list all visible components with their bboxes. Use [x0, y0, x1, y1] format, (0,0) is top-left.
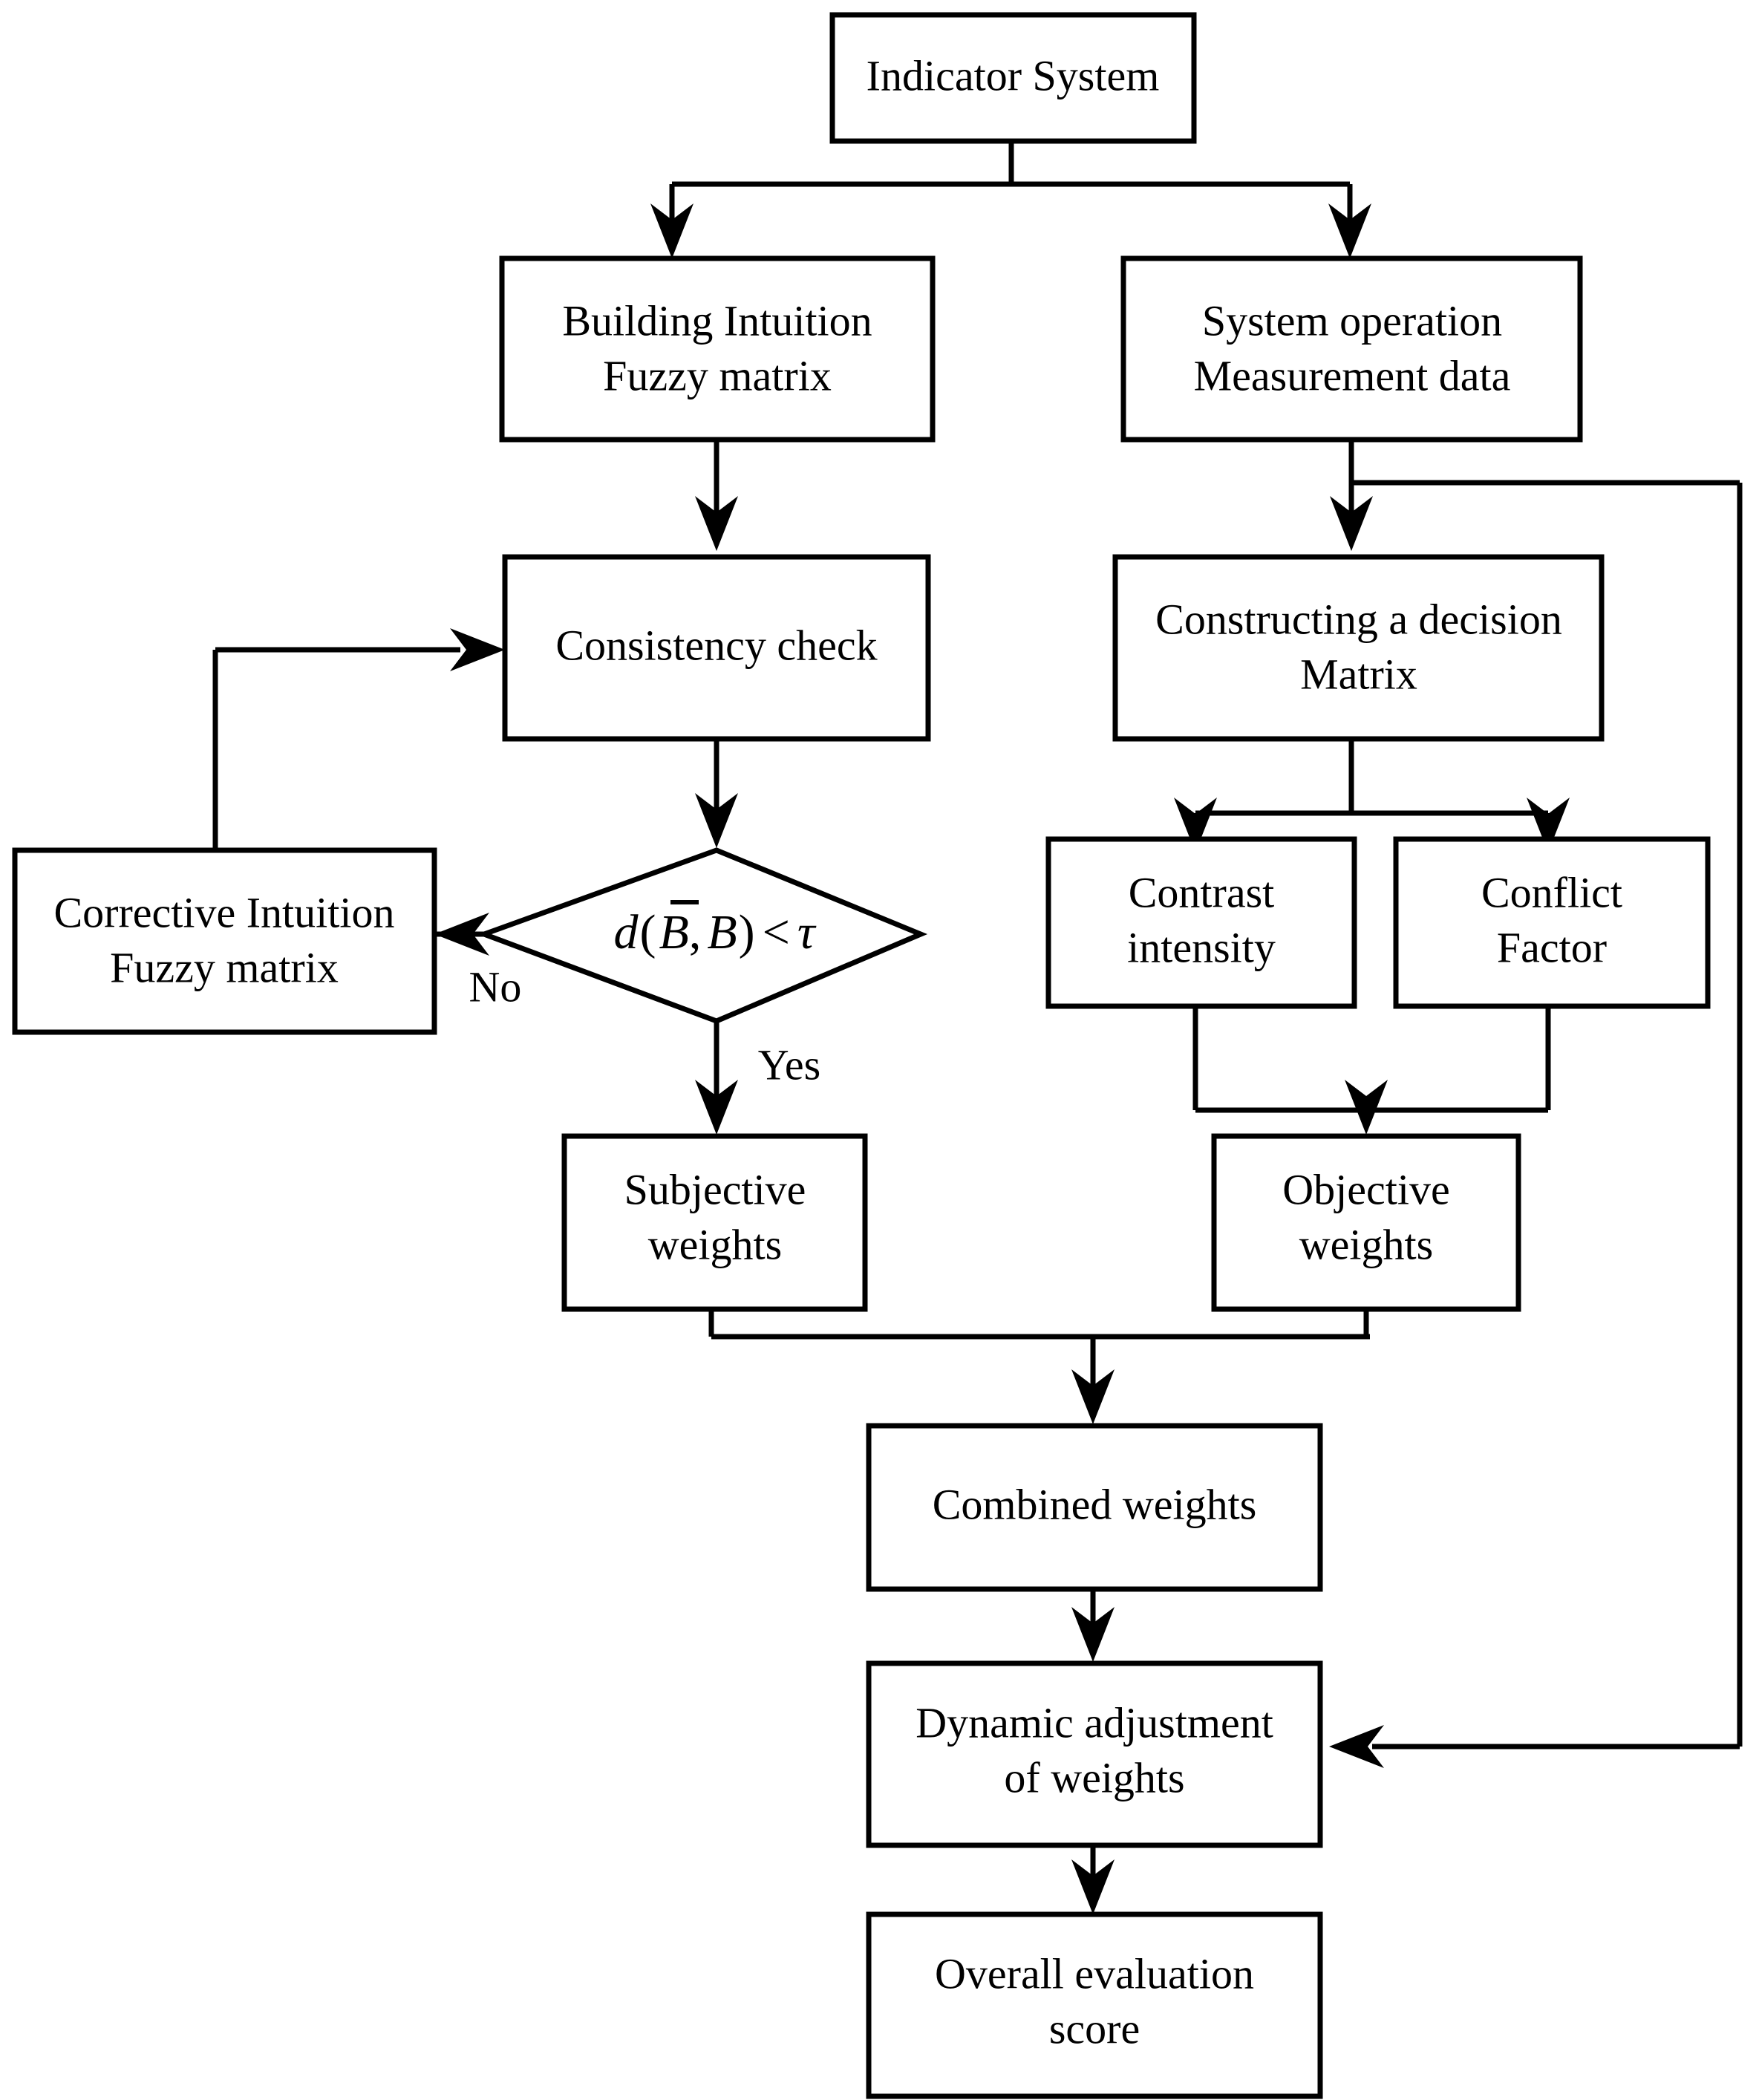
connector-matrix-to-contrast-conflict — [1174, 739, 1570, 852]
node-objective-weights[interactable]: Objective weights — [1211, 1133, 1521, 1312]
connector-contrast-conflict-to-objective — [1192, 1006, 1551, 1135]
constructing-matrix-label-line2: Matrix — [1300, 650, 1417, 698]
node-overall-evaluation-score[interactable]: Overall evaluation score — [866, 1911, 1323, 2099]
corrective-matrix-label-line1: Corrective Intuition — [53, 888, 394, 936]
connector-indicator-to-branches — [650, 141, 1371, 258]
constructing-matrix-label-line1: Constructing a decision — [1155, 595, 1562, 643]
dynamic-adjustment-label-line2: of weights — [1004, 1753, 1184, 1801]
arrowhead-to-objective-weights — [1345, 1080, 1388, 1135]
building-intuition-box[interactable] — [499, 255, 936, 443]
combined-weights-label: Combined weights — [933, 1480, 1257, 1528]
subjective-weights-label-line2: weights — [648, 1220, 782, 1268]
formula-close-paren: ) — [739, 905, 755, 959]
corrective-matrix-box[interactable] — [12, 847, 437, 1035]
objective-weights-box[interactable] — [1211, 1133, 1521, 1312]
node-contrast-intensity[interactable]: Contrast intensity — [1045, 836, 1357, 1009]
building-intuition-label-line1: Building Intuition — [562, 296, 872, 345]
consistency-check-label: Consistency check — [555, 621, 877, 669]
connector-dynamic-to-overall — [1071, 1845, 1115, 1914]
overall-evaluation-box[interactable] — [866, 1911, 1323, 2099]
connector-system-to-constructing — [1330, 440, 1373, 551]
node-dynamic-adjustment-of-weights[interactable]: Dynamic adjustment of weights — [866, 1660, 1323, 1848]
formula-b-bar: B — [659, 905, 688, 959]
edge-label-no: No — [469, 962, 522, 1011]
formula-d: d — [614, 905, 639, 959]
dynamic-adjustment-label-line1: Dynamic adjustment — [916, 1698, 1273, 1747]
contrast-intensity-label-line1: Contrast — [1129, 868, 1275, 916]
indicator-system-box[interactable] — [829, 12, 1197, 144]
formula-comma: , — [689, 905, 702, 959]
consistency-check-box[interactable] — [502, 554, 931, 742]
connector-combined-to-dynamic — [1071, 1589, 1115, 1662]
indicator-system-label: Indicator System — [867, 51, 1160, 100]
overall-evaluation-label-line2: score — [1049, 2004, 1140, 2052]
node-decision-distance-threshold[interactable]: d(B,B)<τ — [476, 847, 928, 1024]
connector-decision-yes-to-subjective — [695, 1021, 738, 1135]
subjective-weights-label-line1: Subjective — [624, 1165, 806, 1213]
system-operation-label-line1: System operation — [1202, 296, 1502, 345]
formula-less-than: < — [763, 905, 790, 959]
node-system-operation-measurement-data[interactable]: System operation Measurement data — [1120, 255, 1583, 443]
formula-open-paren: ( — [640, 905, 656, 959]
corrective-matrix-label-line2: Fuzzy matrix — [110, 943, 339, 991]
objective-weights-label-line2: weights — [1299, 1220, 1433, 1268]
node-combined-weights[interactable]: Combined weights — [866, 1423, 1323, 1592]
decision-formula: d(B,B)<τ — [614, 900, 817, 959]
conflict-factor-label-line1: Conflict — [1481, 868, 1622, 916]
node-subjective-weights[interactable]: Subjective weights — [561, 1133, 868, 1312]
connector-building-to-consistency — [695, 440, 738, 551]
subjective-weights-box[interactable] — [561, 1133, 868, 1312]
node-building-intuition-fuzzy-matrix[interactable]: Building Intuition Fuzzy matrix — [499, 255, 936, 443]
constructing-matrix-box[interactable] — [1112, 554, 1605, 742]
dynamic-adjustment-box[interactable] — [866, 1660, 1323, 1848]
system-operation-label-line2: Measurement data — [1194, 351, 1511, 400]
combined-weights-box[interactable] — [866, 1423, 1323, 1592]
connector-consistency-to-decision — [695, 739, 738, 848]
decision-diamond[interactable] — [476, 847, 928, 1024]
edge-label-yes: Yes — [758, 1040, 820, 1089]
connector-measurement-feedback-to-dynamic — [1329, 480, 1743, 1768]
overall-evaluation-label-line1: Overall evaluation — [935, 1949, 1254, 1998]
connector-weights-to-combined — [708, 1309, 1370, 1424]
node-conflict-factor[interactable]: Conflict Factor — [1393, 836, 1711, 1009]
conflict-factor-box[interactable] — [1393, 836, 1711, 1009]
connector-corrective-to-consistency — [212, 628, 505, 850]
system-operation-box[interactable] — [1120, 255, 1583, 443]
contrast-intensity-label-line2: intensity — [1127, 923, 1276, 971]
building-intuition-label-line2: Fuzzy matrix — [603, 351, 832, 400]
formula-b: B — [707, 905, 737, 959]
formula-tau: τ — [797, 905, 817, 959]
node-corrective-intuition-fuzzy-matrix[interactable]: Corrective Intuition Fuzzy matrix — [12, 847, 437, 1035]
node-constructing-decision-matrix[interactable]: Constructing a decision Matrix — [1112, 554, 1605, 742]
node-indicator-system[interactable]: Indicator System — [829, 12, 1197, 144]
contrast-intensity-box[interactable] — [1045, 836, 1357, 1009]
node-consistency-check[interactable]: Consistency check — [502, 554, 931, 742]
conflict-factor-label-line2: Factor — [1497, 923, 1607, 971]
objective-weights-label-line1: Objective — [1282, 1165, 1449, 1213]
decision-formula-text: d(B,B)<τ — [614, 905, 817, 959]
